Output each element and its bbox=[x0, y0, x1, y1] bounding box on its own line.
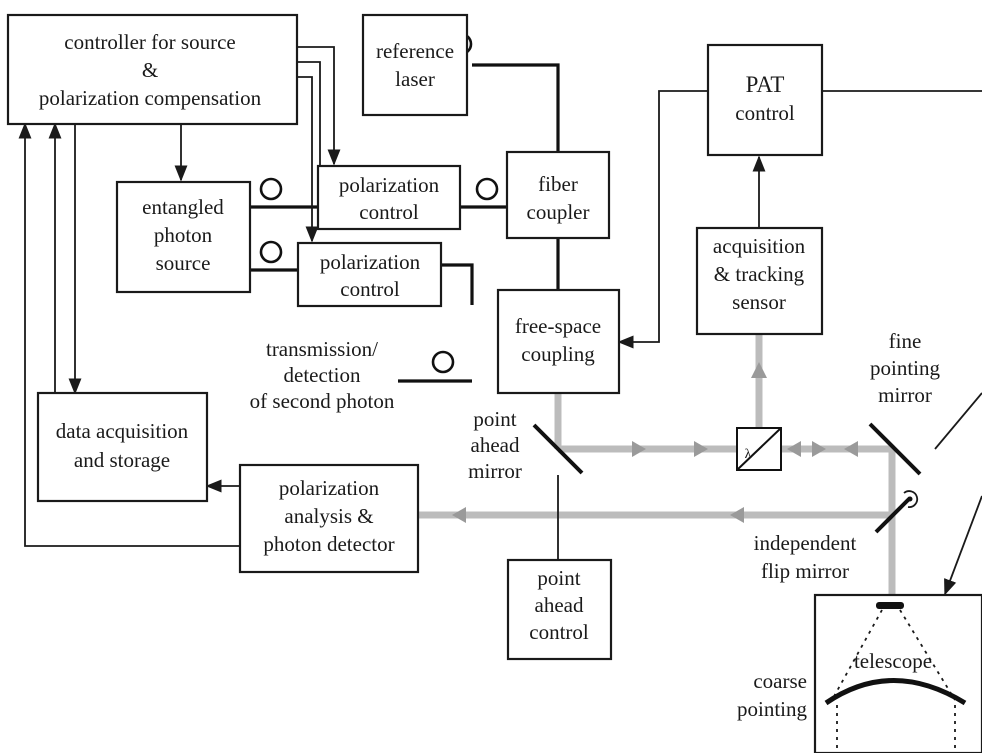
fiber-coupler-line-1: fiber bbox=[538, 172, 578, 196]
transmission-line-1: transmission/ bbox=[266, 337, 378, 361]
fibers bbox=[250, 32, 560, 383]
point-ahead-control-line-3: control bbox=[529, 620, 589, 644]
flip-mirror-line-1: independent bbox=[754, 531, 857, 555]
pol-control-1-line-1: polarization bbox=[339, 173, 440, 197]
block-pat-control: PAT control bbox=[706, 43, 824, 157]
pa-mirror-line-3: mirror bbox=[468, 459, 522, 483]
transmission-line-3: of second photon bbox=[250, 389, 395, 413]
telescope: telescope bbox=[813, 593, 982, 753]
point-ahead-control-line-2: ahead bbox=[535, 593, 584, 617]
point-ahead-mirror bbox=[532, 423, 584, 475]
free-space-beams bbox=[418, 334, 896, 598]
label-independent-flip-mirror: independent flip mirror bbox=[754, 531, 857, 583]
fp-mirror-line-3: mirror bbox=[878, 383, 932, 407]
flip-mirror bbox=[874, 496, 912, 534]
entangled-line-3: source bbox=[156, 251, 211, 275]
acquisition-line-2: & tracking bbox=[714, 262, 805, 286]
label-point-ahead-mirror: point ahead mirror bbox=[468, 407, 522, 483]
pat-control-line-2: control bbox=[735, 101, 795, 125]
pol-control-1-line-2: control bbox=[359, 200, 419, 224]
fp-mirror-line-2: pointing bbox=[870, 356, 941, 380]
pol-analysis-line-3: photon detector bbox=[263, 532, 394, 556]
pol-control-2-line-1: polarization bbox=[320, 250, 421, 274]
entangled-line-1: entangled bbox=[142, 195, 224, 219]
label-transmission: transmission/ detection of second photon bbox=[250, 337, 395, 413]
block-polarization-analysis: polarization analysis & photon detector bbox=[238, 463, 420, 574]
controller-line-3: polarization compensation bbox=[39, 86, 262, 110]
fine-pointing-mirror bbox=[868, 422, 922, 476]
data-acq-line-1: data acquisition bbox=[56, 419, 189, 443]
pat-control-line-1: PAT bbox=[746, 72, 785, 97]
block-data-acquisition: data acquisition and storage bbox=[36, 391, 209, 503]
coarse-pointing-line-1: coarse bbox=[753, 669, 807, 693]
optics: λ bbox=[532, 422, 922, 534]
entangled-line-2: photon bbox=[154, 223, 213, 247]
waveplate-symbol: λ bbox=[745, 447, 752, 462]
fiber-coupler-line-2: coupler bbox=[527, 200, 590, 224]
block-fiber-coupler: fiber coupler bbox=[505, 150, 611, 240]
label-fine-pointing-mirror: fine pointing mirror bbox=[870, 329, 941, 407]
acquisition-line-1: acquisition bbox=[713, 234, 806, 258]
pol-analysis-line-1: polarization bbox=[279, 476, 380, 500]
controller-line-1: controller for source bbox=[64, 30, 235, 54]
pa-mirror-line-2: ahead bbox=[471, 433, 520, 457]
free-space-line-2: coupling bbox=[521, 342, 595, 366]
block-free-space-coupling: free-space coupling bbox=[496, 288, 621, 395]
controller-line-2: & bbox=[142, 58, 158, 82]
pol-control-2-line-2: control bbox=[340, 277, 400, 301]
point-ahead-control-line-1: point bbox=[537, 566, 580, 590]
block-polarization-control-1: polarization control bbox=[316, 164, 462, 231]
block-reference-laser: reference laser bbox=[361, 13, 469, 117]
block-point-ahead-control: point ahead control bbox=[506, 558, 613, 661]
data-acq-line-2: and storage bbox=[74, 448, 170, 472]
free-space-line-1: free-space bbox=[515, 314, 601, 338]
reference-laser-line-1: reference bbox=[376, 39, 454, 63]
fp-mirror-line-1: fine bbox=[889, 329, 922, 353]
coarse-pointing-line-2: pointing bbox=[737, 697, 808, 721]
reference-laser-line-2: laser bbox=[395, 67, 435, 91]
block-entangled-source: entangled photon source bbox=[115, 180, 252, 294]
acquisition-line-3: sensor bbox=[732, 290, 786, 314]
pol-analysis-line-2: analysis & bbox=[284, 504, 373, 528]
flip-mirror-line-2: flip mirror bbox=[761, 559, 849, 583]
block-controller: controller for source & polarization com… bbox=[6, 13, 299, 126]
transmission-line-2: detection bbox=[284, 363, 361, 387]
pa-mirror-line-1: point bbox=[473, 407, 516, 431]
telescope-label: telescope bbox=[854, 649, 932, 673]
label-coarse-pointing: coarse pointing bbox=[737, 669, 808, 721]
block-acquisition-sensor: acquisition & tracking sensor bbox=[695, 226, 824, 336]
block-polarization-control-2: polarization control bbox=[296, 241, 443, 308]
